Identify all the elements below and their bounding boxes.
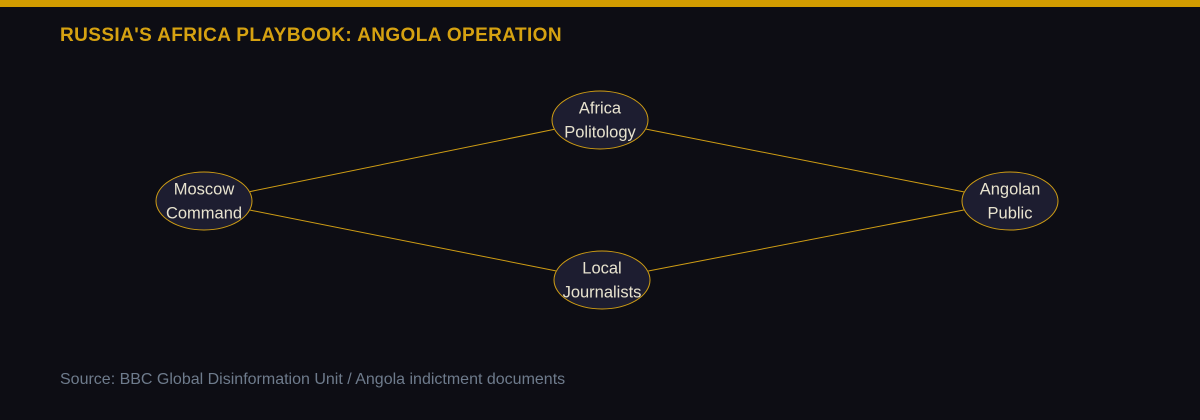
- edges-group: [249, 128, 964, 272]
- graph-node-moscow[interactable]: Moscow Command: [155, 171, 253, 231]
- source-caption: Source: BBC Global Disinformation Unit /…: [60, 371, 566, 388]
- node-ellipse: [551, 90, 649, 150]
- node-ellipse: [961, 171, 1059, 231]
- graph-node-africa_politology[interactable]: Africa Politology: [551, 90, 649, 150]
- graph-node-angolan_public[interactable]: Angolan Public: [961, 171, 1059, 231]
- node-ellipse: [155, 171, 253, 231]
- graph-node-local_journalists[interactable]: Local Journalists: [553, 250, 651, 310]
- accent-bar: [0, 0, 1200, 7]
- graph-edge: [249, 128, 555, 193]
- graph-edge: [646, 128, 964, 193]
- edge-layer: [249, 128, 964, 272]
- page-title: RUSSIA'S AFRICA PLAYBOOK: ANGOLA OPERATI…: [60, 25, 562, 46]
- graph-edge: [648, 209, 964, 272]
- node-ellipse: [553, 250, 651, 310]
- graph-edge: [250, 209, 556, 272]
